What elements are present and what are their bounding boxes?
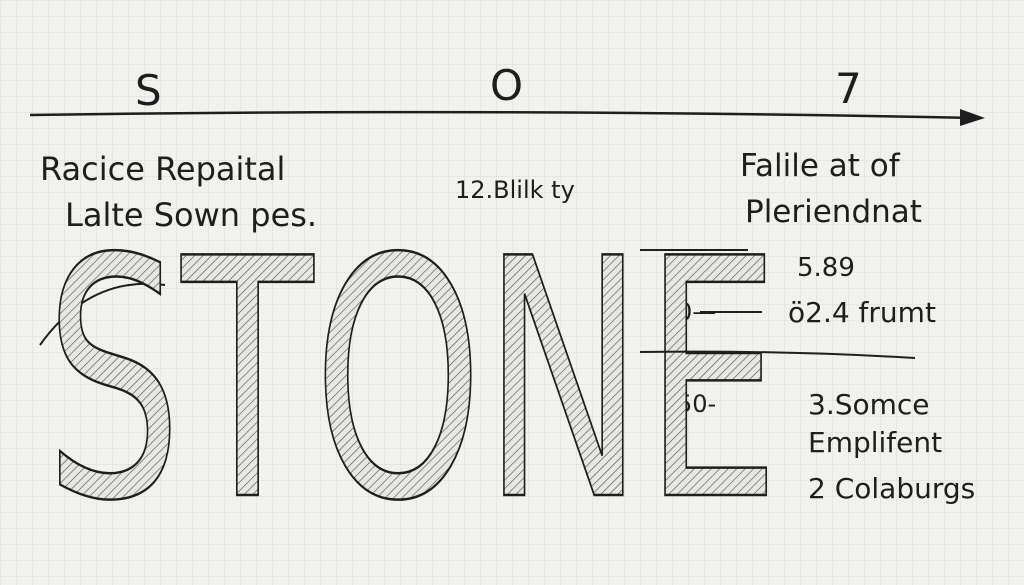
note-list-item: 2 Colaburgs <box>808 472 975 505</box>
note-left-line2: Lalte Sown pes. <box>65 196 317 234</box>
note-right-title1: Falile at of <box>740 148 901 184</box>
note-left-line1: Racice Repaital <box>40 150 285 188</box>
note-value1: 5.89 <box>797 253 855 283</box>
number-axis: S O 7 <box>29 61 985 126</box>
curve-stroke <box>39 282 166 346</box>
note-center: 12.Blilk ty <box>455 176 575 204</box>
note-list-item: 3.Somce <box>808 388 930 421</box>
arrowhead-icon <box>960 109 985 126</box>
note-list-item: Emplifent <box>808 426 942 459</box>
marker-fifty: 50- <box>677 390 716 418</box>
note-right-title2: Pleriendnat <box>745 194 922 230</box>
axis-tick-label: 7 <box>835 64 862 113</box>
axis-tick-label: O <box>490 61 523 110</box>
axis-tick-label: S <box>135 66 162 115</box>
note-value2: ö2.4 frumt <box>788 296 936 329</box>
big-word-stone: STONE <box>45 189 780 573</box>
guide-line <box>639 350 916 359</box>
